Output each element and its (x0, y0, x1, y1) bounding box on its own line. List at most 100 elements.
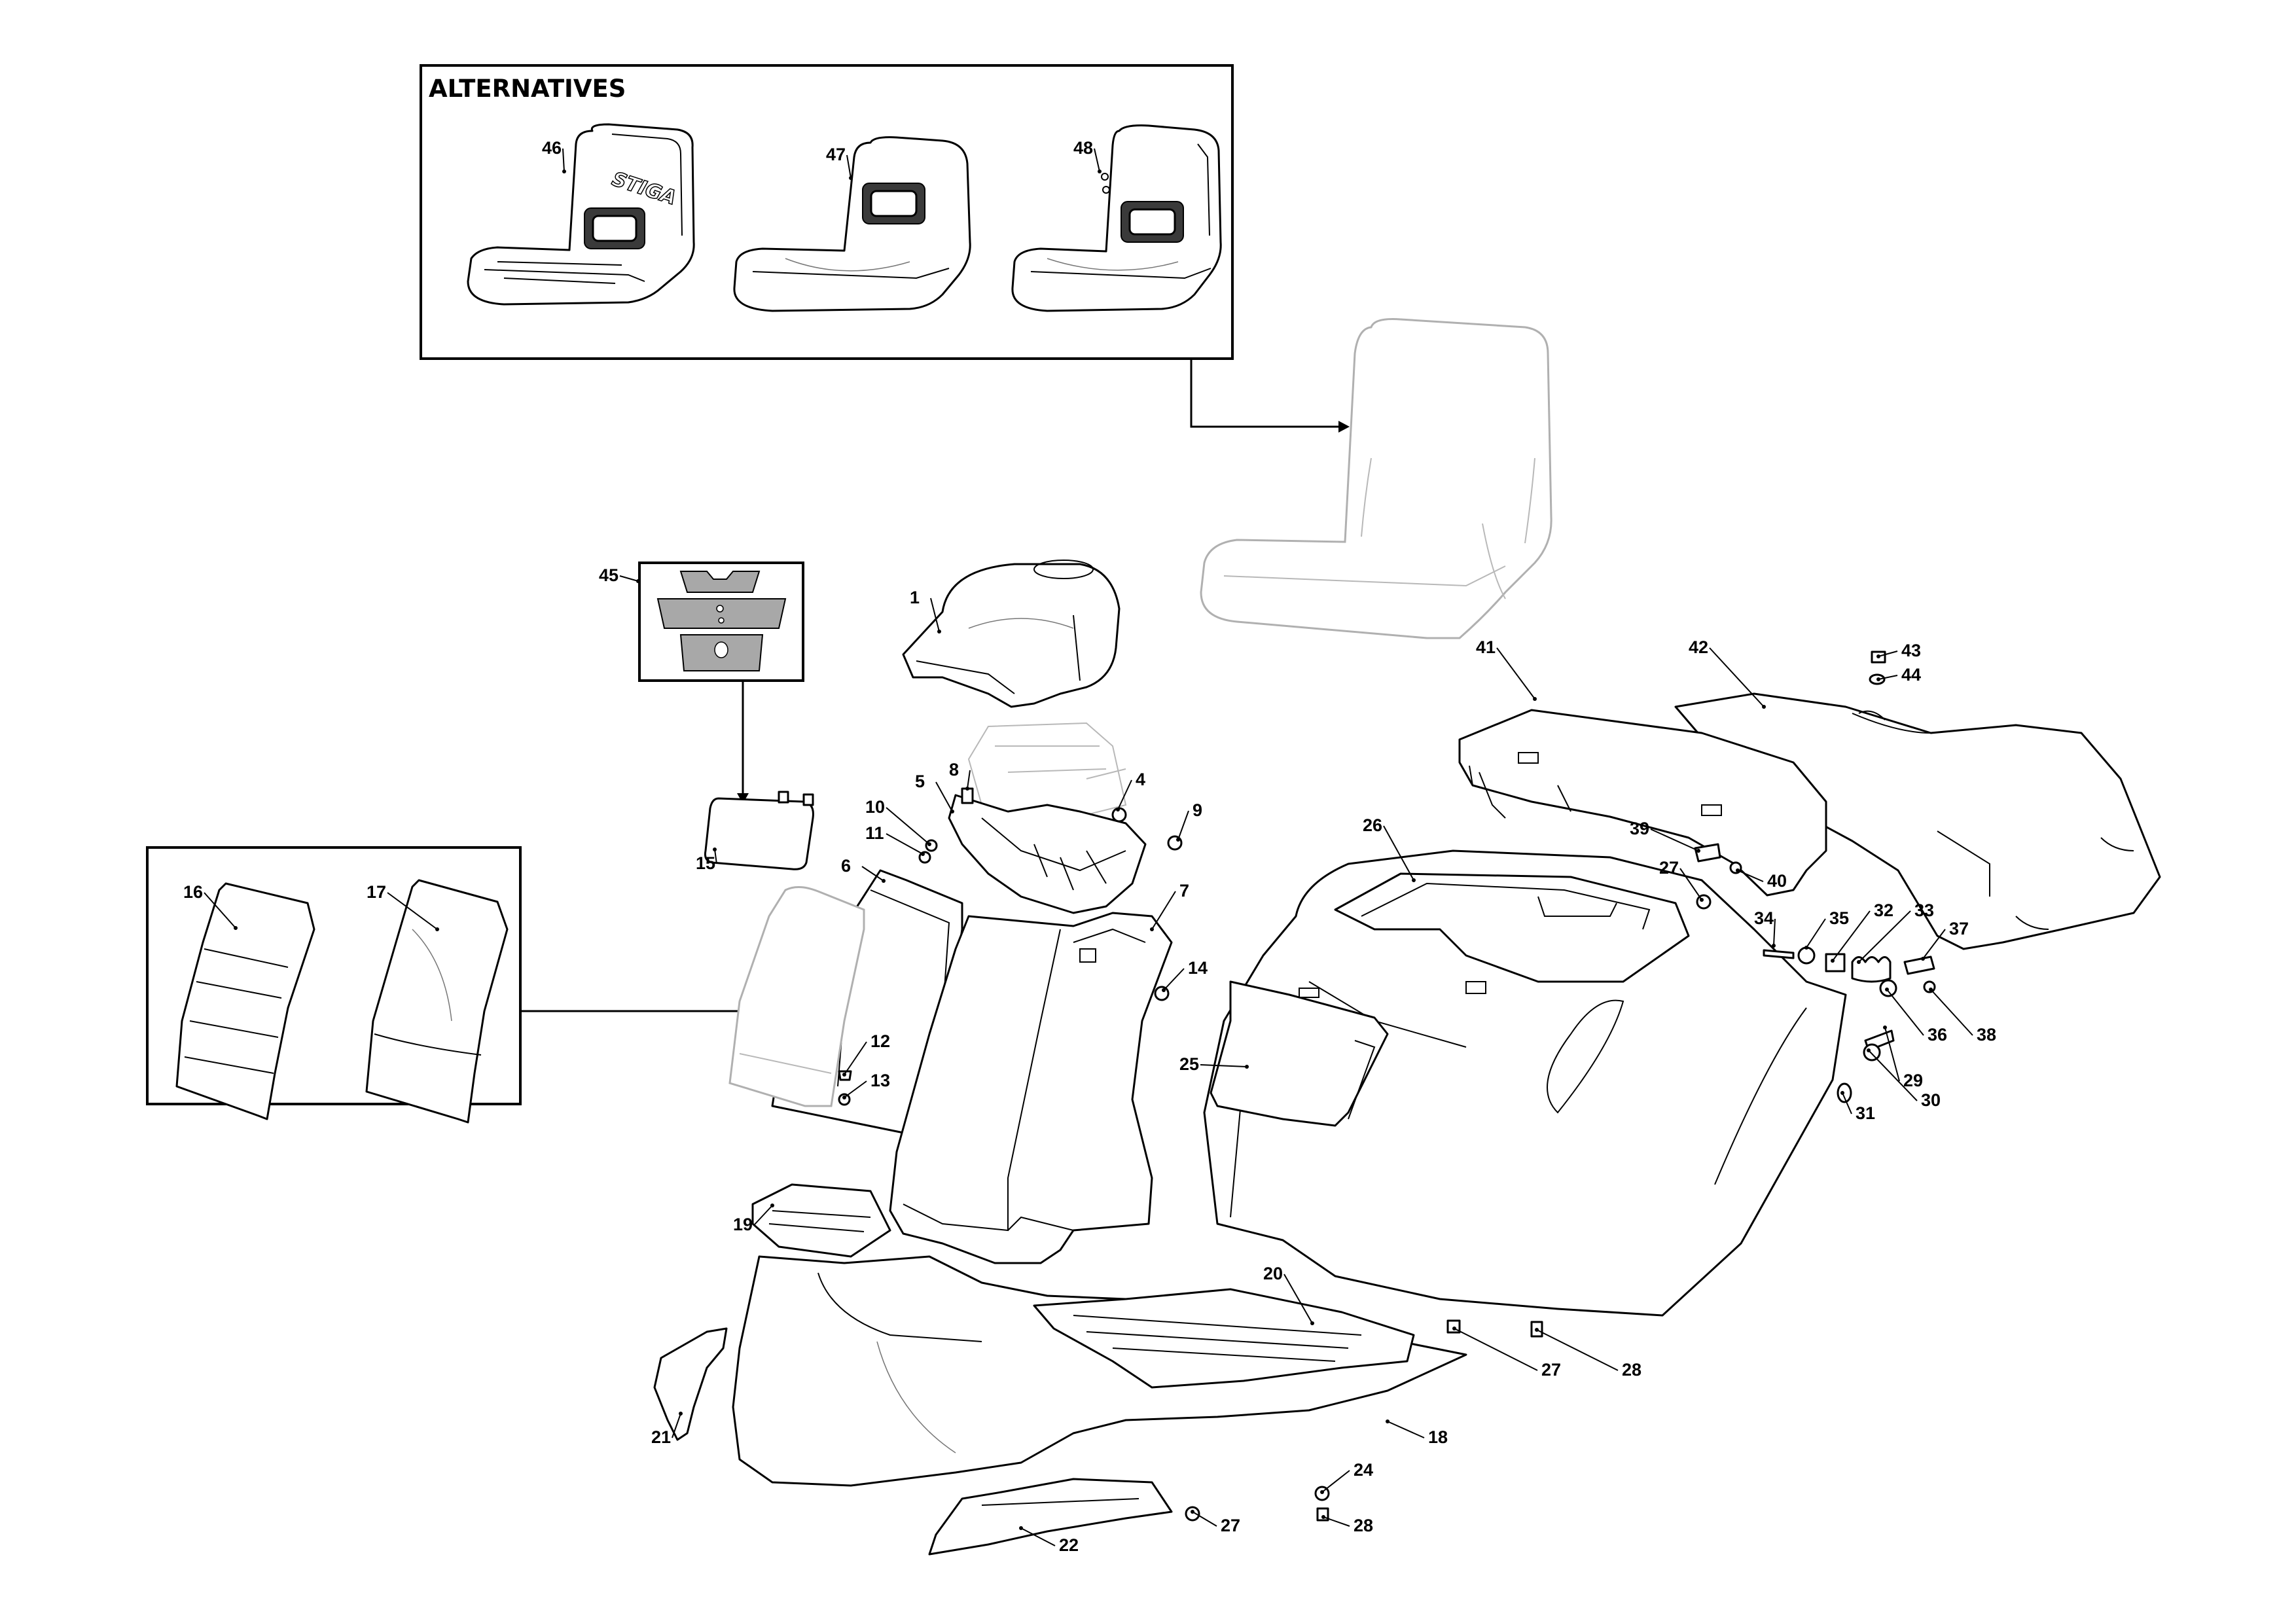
leader-dot-c26 (1412, 878, 1416, 882)
callout-c48: 48 (1073, 138, 1093, 158)
leader-line-c27a (1679, 868, 1702, 901)
front-panel-ghost (728, 886, 865, 1107)
callout-c27b: 27 (1541, 1360, 1561, 1380)
callout-c40: 40 (1767, 871, 1787, 891)
leader-line-c27b (1454, 1328, 1538, 1371)
leader-dot-c40 (1736, 868, 1740, 872)
footboard-20 (1033, 1288, 1415, 1389)
callout-c32: 32 (1874, 901, 1893, 920)
lid-25 (1210, 980, 1389, 1127)
screw-14 (1154, 986, 1170, 1001)
leader-dot-c14 (1162, 988, 1166, 992)
leader-dot-c8 (965, 787, 969, 791)
alternatives-title: ALTERNATIVES (429, 75, 626, 103)
leader-dot-c12 (842, 1073, 846, 1077)
leader-line-c31 (1842, 1092, 1852, 1115)
washer-30 (1863, 1043, 1881, 1061)
screw-27a (1696, 894, 1712, 910)
leader-line-c14 (1163, 968, 1185, 991)
leader-line-c18 (1387, 1421, 1425, 1438)
leader-dot-c24 (1320, 1490, 1324, 1494)
leader-dot-c39 (1696, 849, 1700, 853)
mat-19-lines (768, 1210, 871, 1232)
callout-c9: 9 (1193, 800, 1202, 820)
leader-dot-c9 (1176, 838, 1180, 842)
leader-line-c36 (1886, 989, 1924, 1036)
leader-dot-c15 (713, 847, 717, 851)
seat-pan-41 (1458, 709, 1827, 897)
leader-line-c28a (1536, 1329, 1619, 1371)
leader-dot-c28a (1535, 1328, 1539, 1332)
front-panel-ghost-line (739, 1053, 832, 1074)
leader-line-c17 (387, 892, 438, 930)
callout-c34: 34 (1754, 908, 1774, 928)
leader-line-c40 (1737, 870, 1764, 882)
leader-line-c41 (1496, 647, 1535, 700)
leader-dot-c19 (770, 1204, 774, 1207)
leader-line-c7 (1151, 891, 1176, 930)
leader-line-c27c (1192, 1511, 1217, 1527)
callout-c24: 24 (1354, 1460, 1373, 1480)
leader-line-c22 (1020, 1527, 1056, 1546)
leader-dot-c25 (1245, 1065, 1249, 1069)
callout-c37: 37 (1949, 919, 1969, 938)
leader-line-c9 (1177, 810, 1189, 840)
leader-dot-c36 (1885, 988, 1889, 991)
callout-c12: 12 (870, 1031, 890, 1051)
leader-line-c28b (1323, 1516, 1350, 1527)
leader-line-c43 (1878, 651, 1898, 657)
seat-48 (1011, 124, 1222, 312)
bushing-8 (961, 787, 974, 804)
callout-c30: 30 (1921, 1090, 1941, 1110)
callout-c21: 21 (651, 1427, 671, 1447)
leader-line-c11 (886, 833, 924, 855)
leader-dot-c27b (1452, 1327, 1456, 1330)
callout-c10: 10 (865, 797, 885, 817)
leader-dot-c48 (1098, 169, 1102, 173)
callout-c39: 39 (1630, 819, 1649, 838)
leader-line-c35 (1806, 918, 1826, 948)
callout-c31: 31 (1856, 1103, 1875, 1123)
leader-dot-c27a (1700, 898, 1704, 902)
leader-line-c12 (844, 1041, 867, 1075)
leader-dot-c17 (435, 927, 439, 931)
callout-c18: 18 (1428, 1427, 1448, 1447)
leader-dot-c18 (1386, 1419, 1390, 1423)
leader-dot-c4 (1116, 808, 1120, 812)
leader-line-c25 (1200, 1064, 1247, 1067)
leader-dot-c37 (1921, 957, 1925, 961)
leader-dot-c20 (1310, 1321, 1314, 1325)
leader-line-c42 (1709, 647, 1765, 707)
leader-line-c4 (1117, 779, 1132, 810)
leader-line-c34 (1773, 918, 1776, 946)
leader-dot-c42 (1762, 705, 1766, 709)
callout-c29: 29 (1903, 1071, 1923, 1090)
callout-c22: 22 (1059, 1535, 1079, 1555)
callout-c43: 43 (1901, 641, 1921, 660)
decal-45 (638, 562, 804, 682)
trim-21 (653, 1327, 728, 1441)
seat-ghost (1200, 318, 1552, 639)
callout-c4: 4 (1136, 770, 1145, 789)
leader-dot-c32 (1831, 959, 1835, 963)
callout-c1: 1 (910, 588, 920, 607)
washer-35 (1797, 946, 1816, 965)
leader-dot-c16 (234, 926, 238, 930)
leader-dot-c27c (1191, 1510, 1194, 1514)
callout-c28a: 28 (1622, 1360, 1641, 1380)
leader-dot-c10 (927, 842, 931, 846)
callout-c14: 14 (1188, 958, 1208, 978)
bracket-39 (1694, 843, 1721, 863)
leader-line-c47 (846, 154, 852, 179)
callout-c6: 6 (841, 856, 851, 876)
leader-line-c48 (1094, 148, 1100, 172)
leader-dot-c41 (1533, 697, 1537, 701)
leader-dot-c33 (1857, 960, 1861, 964)
callout-c20: 20 (1263, 1264, 1283, 1283)
seat-46: STIGA (467, 123, 695, 306)
leader-line-c45 (619, 575, 639, 582)
callout-c7: 7 (1179, 881, 1189, 901)
leader-line-c13 (844, 1080, 867, 1098)
